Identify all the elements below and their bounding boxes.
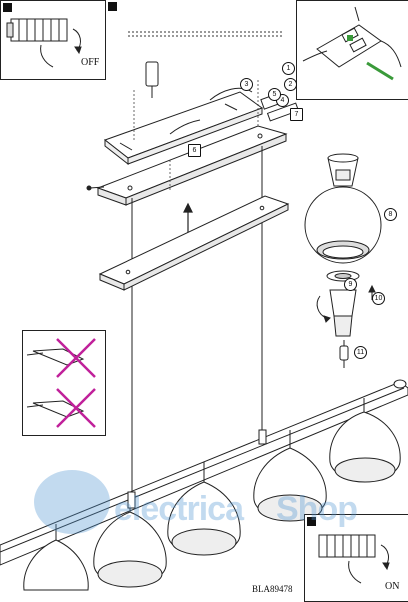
terminal-wiring-icon bbox=[302, 6, 402, 81]
power-off-icon bbox=[6, 18, 82, 68]
step-6: 6 bbox=[188, 144, 201, 157]
watermark-text-a: electrica bbox=[114, 490, 244, 528]
assembled-luminaire bbox=[0, 379, 408, 591]
panel-power-off: OFF bbox=[0, 0, 106, 80]
watermark-logo bbox=[34, 470, 110, 534]
bulb bbox=[339, 340, 349, 368]
canopy-plate bbox=[96, 125, 288, 206]
step-3: 3 bbox=[240, 78, 253, 91]
step-10: 10 bbox=[372, 292, 385, 305]
socket-sleeve bbox=[316, 289, 357, 337]
model-code: BLA89478 bbox=[252, 584, 293, 594]
step-7: 7 bbox=[290, 108, 303, 121]
step-9: 9 bbox=[344, 278, 357, 291]
panel-wrong-method bbox=[22, 330, 106, 436]
step-5: 5 bbox=[268, 88, 281, 101]
panel-marker bbox=[307, 517, 316, 526]
off-label: OFF bbox=[81, 57, 100, 68]
suspension-cables bbox=[131, 146, 263, 500]
watermark-text-b: Shop bbox=[276, 490, 358, 528]
glass-shade bbox=[304, 186, 382, 264]
cross-mark-icon bbox=[26, 338, 96, 428]
step-1: 1 bbox=[282, 62, 295, 75]
screw bbox=[86, 185, 105, 191]
panel-power-on: ON bbox=[304, 514, 408, 602]
panel-wiring-detail bbox=[296, 0, 408, 100]
screwdriver-icon bbox=[145, 61, 159, 98]
lamp-socket-detail bbox=[327, 153, 359, 187]
ceiling-hatch bbox=[128, 31, 282, 37]
on-label: ON bbox=[385, 581, 400, 592]
power-on-icon bbox=[318, 534, 390, 584]
step-2: 2 bbox=[284, 78, 297, 91]
step-11: 11 bbox=[354, 346, 367, 359]
panel-marker bbox=[3, 3, 12, 12]
step-8: 8 bbox=[384, 208, 397, 221]
section-marker bbox=[108, 2, 117, 11]
light-rail bbox=[98, 195, 290, 291]
